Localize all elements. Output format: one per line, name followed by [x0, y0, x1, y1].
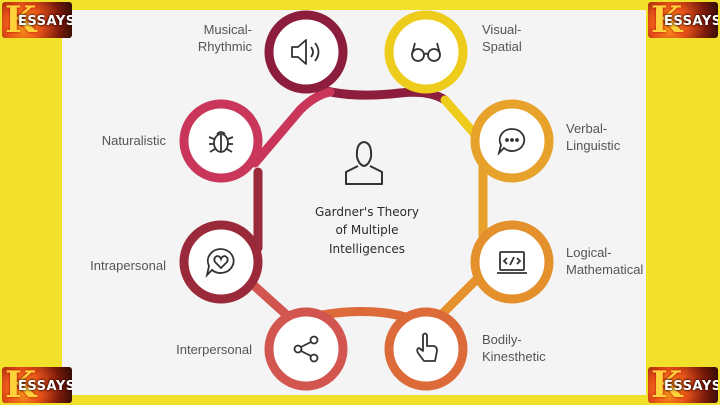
center-title-line-2: of Multiple [335, 223, 398, 237]
speaker-icon [291, 39, 320, 65]
diagram-panel [62, 10, 646, 395]
label-interpersonal: Interpersonal [176, 342, 252, 357]
node-musical [264, 10, 348, 94]
node-ring [179, 220, 263, 304]
label-musical-line-2: Rhythmic [198, 39, 253, 54]
ribbon-logical-bodily [435, 273, 483, 321]
label-naturalistic: Naturalistic [102, 133, 167, 148]
node-labels: Musical- Rhythmic Visual- Spatial Verbal… [90, 22, 643, 364]
code-window-icon [497, 251, 527, 274]
label-bodily-line-1: Bodily- [482, 332, 522, 347]
connector-ribbons [245, 79, 488, 325]
person-icon [345, 141, 383, 185]
logo-letter: K [5, 367, 37, 403]
label-bodily-line-2: Kinesthetic [482, 349, 546, 364]
essays-logo-bottom-right: K ESSAYS [648, 367, 718, 403]
label-logical-line-1: Logical- [566, 245, 612, 260]
essays-logo-top-left: K ESSAYS [2, 2, 72, 38]
chat-bubble-icon [497, 128, 526, 156]
logo-text: ESSAYS [18, 14, 72, 29]
node-ring [264, 307, 348, 391]
label-musical-line-1: Musical- [204, 22, 252, 37]
label-visual-line-2: Spatial [482, 39, 522, 54]
label-logical-line-2: Mathematical [566, 262, 643, 277]
node-bodily [384, 307, 468, 391]
logo-letter: K [5, 2, 37, 38]
center-title-line-3: Intelligences [329, 242, 405, 256]
node-ring [384, 307, 468, 391]
node-naturalistic [179, 99, 263, 183]
label-intrapersonal: Intrapersonal [90, 258, 166, 273]
essays-logo-bottom-left: K ESSAYS [2, 367, 72, 403]
label-verbal-line-1: Verbal- [566, 121, 607, 136]
logo-text: ESSAYS [664, 14, 718, 29]
logo-text: ESSAYS [18, 379, 72, 394]
node-ring [384, 10, 468, 94]
share-icon [293, 335, 319, 363]
glasses-icon [411, 42, 441, 62]
essays-logo-top-right: K ESSAYS [648, 2, 718, 38]
node-verbal [470, 99, 554, 183]
bug-icon [208, 131, 234, 153]
node-visual [384, 10, 468, 94]
logo-letter: K [651, 367, 683, 403]
node-intrapersonal [179, 220, 263, 304]
logo-text: ESSAYS [664, 379, 718, 394]
center-title: Gardner's Theory of Multiple Intelligenc… [315, 205, 419, 256]
node-logical [470, 220, 554, 304]
node-interpersonal [264, 307, 348, 391]
pointing-hand-icon [416, 332, 438, 362]
label-visual-line-1: Visual- [482, 22, 522, 37]
ribbon-interpersonal-intrapersonal [245, 277, 295, 323]
heart-chat-icon [205, 248, 235, 278]
ribbon-naturalistic-musical [250, 87, 335, 168]
center-title-line-1: Gardner's Theory [315, 205, 419, 219]
label-verbal-line-2: Linguistic [566, 138, 621, 153]
logo-letter: K [651, 2, 683, 38]
